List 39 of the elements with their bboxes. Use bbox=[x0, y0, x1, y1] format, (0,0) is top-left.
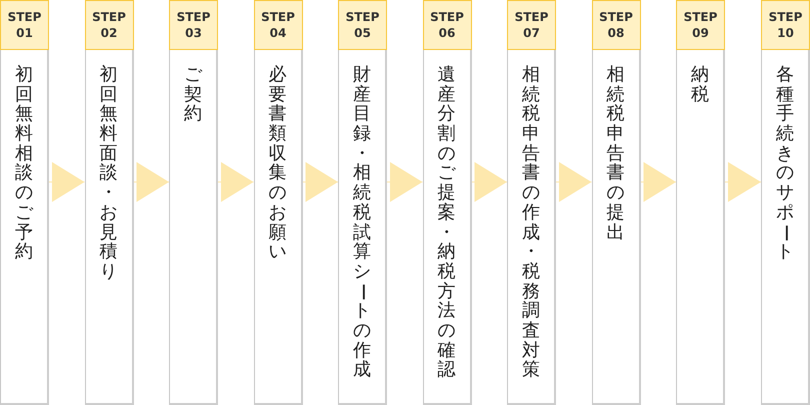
arrow bbox=[48, 162, 85, 202]
step-label: STEP 07 bbox=[514, 8, 548, 42]
step-label: STEP 01 bbox=[8, 8, 42, 42]
step-text: 遺産分割のご提案・納税方法の確認 bbox=[436, 65, 456, 380]
step-text: 財産目録・相続税試算シートの作成 bbox=[352, 65, 372, 380]
arrow bbox=[218, 162, 254, 202]
arrow bbox=[724, 162, 762, 202]
step-card bbox=[507, 0, 556, 405]
step-text: 相続税申告書の作成・税務調査対策 bbox=[521, 65, 541, 380]
step-card bbox=[338, 0, 387, 405]
step-label: STEP 06 bbox=[430, 8, 464, 42]
step-text: 初回無料面談・お見積り bbox=[98, 65, 118, 282]
step-text: 各種手続きのサポート bbox=[775, 65, 795, 262]
step-label: STEP 10 bbox=[768, 8, 802, 42]
step-label: STEP 04 bbox=[261, 8, 295, 42]
arrow bbox=[302, 162, 338, 202]
step-card bbox=[0, 0, 49, 405]
arrow bbox=[386, 162, 423, 202]
step-card bbox=[592, 0, 640, 405]
step-text: 納税 bbox=[690, 65, 710, 104]
step-card bbox=[422, 0, 472, 405]
arrow bbox=[471, 162, 508, 202]
step-label: STEP 08 bbox=[599, 8, 633, 42]
step-card bbox=[169, 0, 218, 405]
step-label: STEP 05 bbox=[346, 8, 380, 42]
step-text: 相続税申告書の提出 bbox=[606, 65, 626, 242]
step-card bbox=[761, 0, 810, 405]
step-label: STEP 03 bbox=[176, 8, 210, 42]
step-card bbox=[84, 0, 134, 405]
step-text: ご契約 bbox=[183, 65, 203, 124]
arrow bbox=[133, 162, 170, 202]
step-text: 初回無料相談のご予約 bbox=[14, 65, 34, 262]
step-label: STEP 09 bbox=[684, 8, 718, 42]
step-card bbox=[254, 0, 302, 405]
step-label: STEP 02 bbox=[92, 8, 126, 42]
step-text: 必要書類収集のお願い bbox=[268, 65, 288, 262]
step-card bbox=[676, 0, 725, 405]
arrow bbox=[640, 162, 676, 202]
arrow bbox=[556, 162, 592, 202]
